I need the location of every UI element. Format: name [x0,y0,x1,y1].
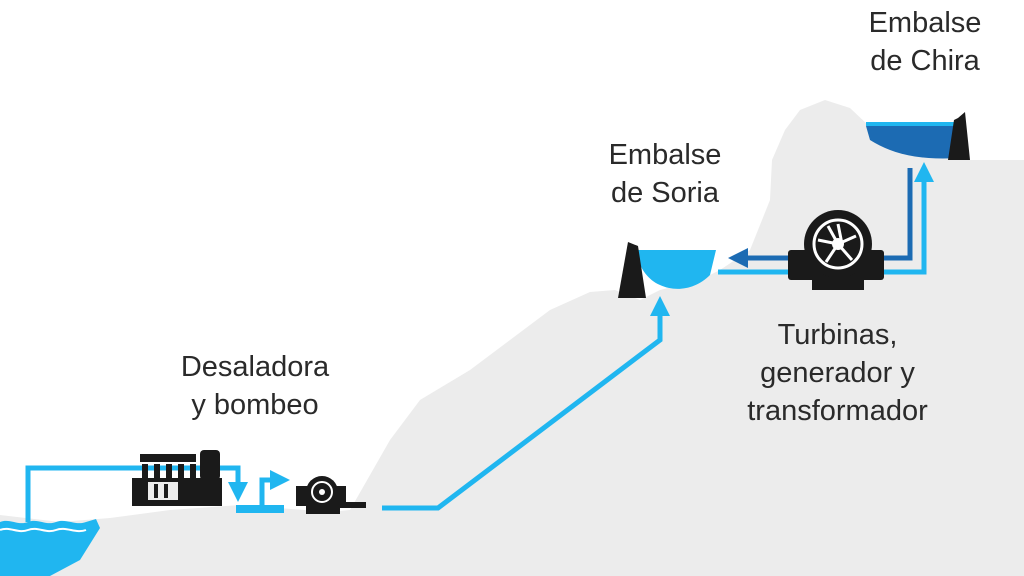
pump-feed-pipe [259,470,290,505]
turbine-return-pipe-light [718,162,934,275]
desalination-plant-icon [132,450,222,506]
turbine-generator-icon [788,210,884,290]
dam-icon [948,112,970,160]
reservoir-soria [618,242,716,298]
label-embalse-chira: Embalse de Chira [868,7,982,77]
label-turbinas: Turbinas, generador y transformador [747,319,928,427]
pump-icon [296,476,366,514]
terrain-mountain [0,100,1024,576]
intake-pipe [25,465,248,522]
uphill-pipe [382,296,670,511]
buffer-tank [236,505,284,513]
sea-water [0,519,100,576]
label-embalse-soria: Embalse de Soria [608,139,722,209]
sea-wave [0,527,87,533]
label-desaladora: Desaladora y bombeo [180,351,330,421]
reservoir-chira [866,112,970,160]
dam-icon [618,242,646,298]
